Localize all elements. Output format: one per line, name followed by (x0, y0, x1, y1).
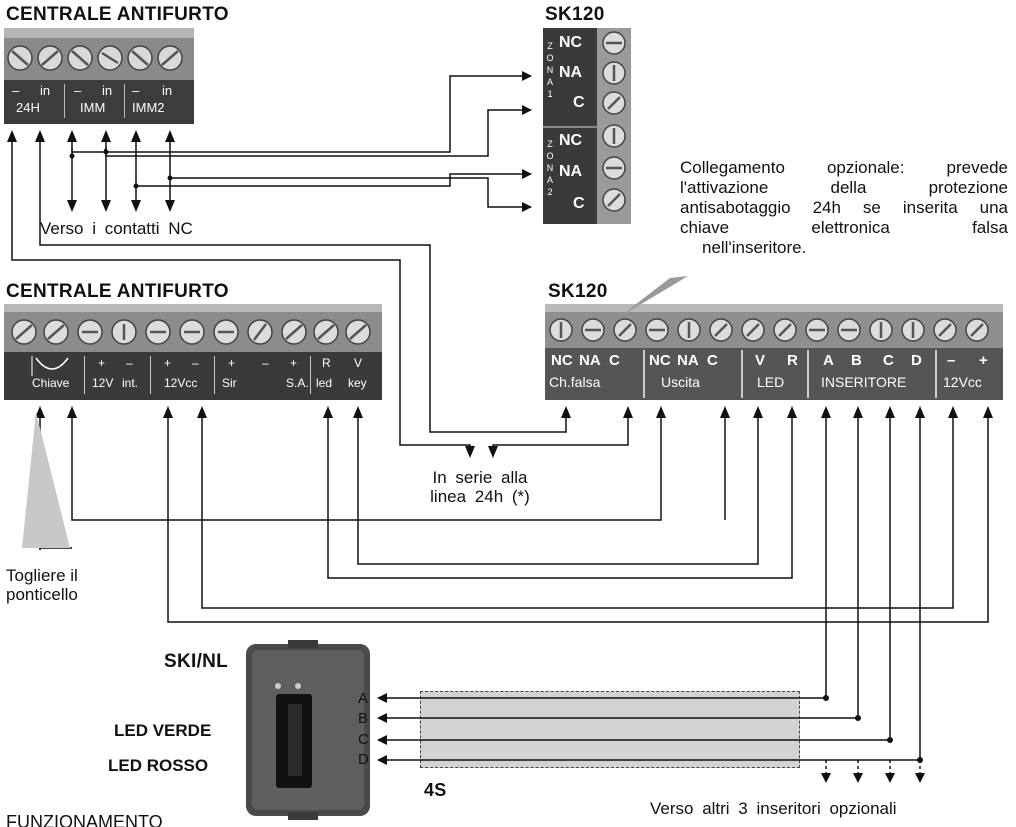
label-nc: NC (649, 352, 671, 369)
label-b: B (851, 352, 862, 369)
group-chiave: Chiave (32, 376, 70, 390)
group-imm: IMM (80, 100, 106, 115)
group-12vcc: 12Vcc (164, 376, 198, 390)
sign-plus: + (228, 356, 236, 370)
bus-4s-box (420, 691, 800, 768)
label-c: C (609, 352, 620, 369)
ch-falsa-callout (618, 276, 688, 318)
sign-plus: + (98, 356, 106, 370)
ski-nl-device (246, 640, 370, 820)
group-int: int. (122, 376, 139, 390)
bus-4s-label: 4S (424, 780, 447, 800)
group-sa: S.A. (286, 376, 309, 390)
bus-line-a-label: A (358, 690, 369, 707)
funzionamento-heading: FUNZIONAMENTO (6, 812, 163, 827)
centrale-top-title: CENTRALE ANTIFURTO (6, 4, 229, 25)
group-led: led (316, 376, 333, 390)
label-nc: NC (551, 352, 573, 369)
zona1-c: C (573, 94, 585, 111)
label-r: R (787, 352, 798, 369)
label-d: D (911, 352, 922, 369)
caption-in-serie: In serie alla linea 24h (*) (430, 468, 530, 506)
group-key: key (348, 376, 367, 390)
screw-column (602, 31, 626, 212)
ski-nl-title: SKI/NL (164, 651, 229, 672)
sign-minus: – (74, 83, 82, 98)
jumper-callout (22, 412, 70, 548)
sign-minus: – (132, 83, 140, 98)
sign-in: in (162, 83, 173, 98)
label-c: C (707, 352, 718, 369)
wire-imm2-c-zona2 (170, 177, 532, 212)
label-minus: – (947, 352, 956, 369)
label-v: V (755, 352, 766, 369)
screw-row (7, 45, 183, 71)
zona2-vertical-label: Z O N A 2 (546, 139, 554, 197)
sign-r: R (322, 356, 331, 370)
zona1-nc: NC (559, 34, 583, 51)
group-imm2: IMM2 (132, 100, 165, 115)
label-na: NA (677, 352, 699, 369)
sign-minus: – (262, 356, 269, 370)
sk120-mid-terminal-block: NC NA C NC NA C V R A B C D – + Ch.falsa… (545, 304, 1003, 400)
screw-row (549, 318, 989, 342)
centrale-mid-title: CENTRALE ANTIFURTO (6, 281, 229, 302)
group-24h: 24H (16, 100, 40, 115)
sk120-top-terminal-block: Z O N A 1 Z O N A 2 NC NA C NC NA C (543, 28, 631, 224)
label-12vcc: 12Vcc (943, 374, 982, 390)
group-sir: Sir (222, 376, 237, 390)
screw-row (11, 319, 371, 345)
bus-line-d-label: D (358, 751, 369, 768)
zona1-vertical-label: Z O N A 1 (546, 41, 554, 99)
sign-minus: – (12, 83, 20, 98)
centrale-top-terminal-block: – in – in – in 24H IMM IMM2 (4, 28, 194, 124)
caption-verso-nc: Verso i contatti NC (40, 219, 193, 238)
label-inseritore: INSERITORE (821, 374, 907, 390)
sign-plus: + (290, 356, 298, 370)
group-12v: 12V (92, 376, 114, 390)
sign-minus: – (126, 356, 133, 370)
jumper-icon (31, 356, 69, 376)
bus-line-b-label: B (358, 710, 369, 727)
label-plus: + (979, 352, 988, 369)
label-ch-falsa: Ch.falsa (549, 374, 601, 390)
caption-togliere: Togliere il ponticello (6, 566, 78, 604)
sk120-top-title: SK120 (545, 4, 605, 25)
led-rosso-label: LED ROSSO (108, 756, 209, 775)
zona2-nc: NC (559, 132, 583, 149)
label-led: LED (757, 374, 785, 390)
sign-minus: – (192, 356, 199, 370)
sign-plus: + (164, 356, 172, 370)
zona1-na: NA (559, 64, 583, 81)
label-na: NA (579, 352, 601, 369)
sk120-mid-title: SK120 (548, 281, 608, 302)
wire-imm2-na-zona2 (136, 169, 532, 187)
zona2-na: NA (559, 163, 583, 180)
optional-connection-note: Collegamento opzionale: prevede l'attiva… (680, 158, 1008, 257)
bus-line-c-label: C (358, 731, 369, 748)
sign-in: in (40, 83, 51, 98)
wire-imm-na-zona1 (71, 71, 532, 153)
sign-v: V (354, 356, 363, 370)
label-a: A (823, 352, 834, 369)
zona2-c: C (573, 195, 585, 212)
label-c: C (883, 352, 894, 369)
caption-verso-altri: Verso altri 3 inseritori opzionali (650, 799, 897, 818)
centrale-mid-terminal-block: + – + – + – + R V Chiave 12V int. 12Vcc … (4, 304, 382, 400)
sign-in: in (102, 83, 113, 98)
label-uscita: Uscita (661, 374, 700, 390)
led-verde-label: LED VERDE (114, 721, 212, 740)
